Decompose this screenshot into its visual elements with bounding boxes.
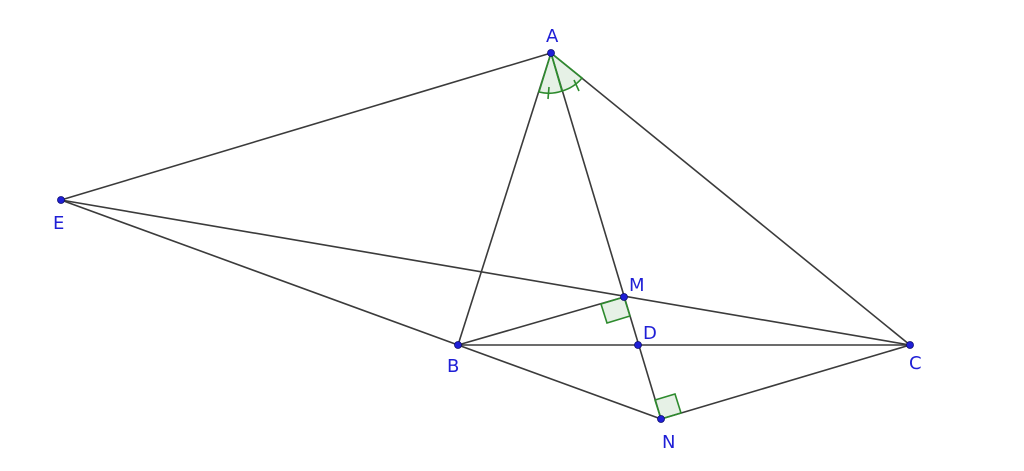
label-C: C [909,353,922,374]
angle-tick-right [573,79,580,92]
label-N: N [662,432,675,453]
right-angle-mark-N [653,393,683,420]
segment-EC [60,199,911,346]
label-B: B [447,356,459,377]
segment-AC [550,52,911,346]
segment-EB [60,199,459,346]
point-E [57,196,65,204]
segment-BM [457,296,625,346]
segment-CN [660,344,911,420]
segment-BN [457,344,662,420]
point-M [620,293,628,301]
label-E: E [53,213,64,234]
point-D [634,341,642,349]
label-A: A [546,26,559,47]
label-D: D [643,323,657,344]
point-C [906,341,914,349]
point-N [657,415,665,423]
segment-AN [550,52,662,420]
right-angle-mark-M [599,296,632,324]
point-A [547,49,555,57]
point-B [454,341,462,349]
label-M: M [629,275,645,296]
segment-EA [60,52,552,201]
segment-AB [457,52,552,346]
angle-tick-left [547,86,550,100]
